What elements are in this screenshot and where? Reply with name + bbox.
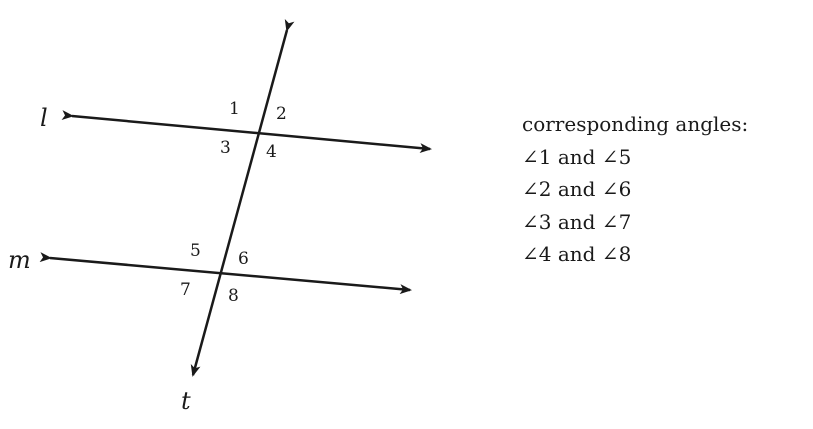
angle-4-label: 4 (266, 142, 277, 162)
line-m-label: m (8, 246, 31, 274)
angle-2-label: 2 (276, 104, 287, 124)
angle-3-label: 3 (220, 138, 231, 158)
line-t (190, 19, 295, 377)
angle-5-label: 5 (190, 241, 201, 261)
legend-pair-3-7: ∠3 and ∠7 (522, 209, 632, 234)
legend-pair-2-6: ∠2 and ∠6 (522, 177, 632, 201)
angle-7-label: 7 (180, 280, 191, 300)
line-t-label: t (181, 387, 191, 415)
legend-pair-4-8: ∠4 and ∠8 (522, 242, 632, 266)
line-l-label: l (40, 104, 48, 132)
angle-1-label: 1 (229, 99, 240, 119)
corresponding-angles-legend: corresponding angles: ∠1 and ∠5 ∠2 and ∠… (522, 108, 748, 271)
angle-6-label: 6 (238, 249, 249, 269)
line-l (61, 110, 432, 154)
legend-pair-1-5: ∠1 and ∠5 (522, 144, 632, 169)
angle-8-label: 8 (228, 286, 239, 306)
legend-heading: corresponding angles: (522, 112, 749, 136)
